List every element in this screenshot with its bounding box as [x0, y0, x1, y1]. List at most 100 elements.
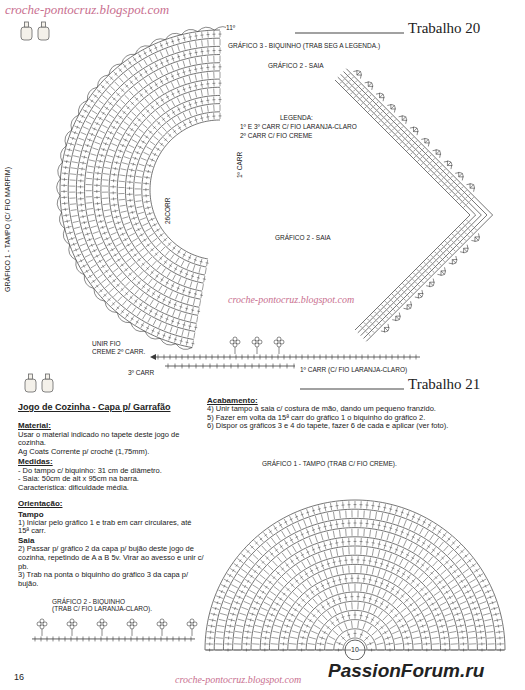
stitch-symbol [374, 608, 377, 614]
stitch-symbol [426, 597, 432, 601]
row-number: 3º CARR [128, 369, 154, 376]
stitch-symbol [313, 556, 316, 563]
section-title: Jogo de Cozinha - Capa p/ Garrafão [18, 402, 204, 412]
stitch-symbol [417, 537, 421, 543]
stitch-symbol [491, 607, 498, 610]
stitch-symbol [389, 506, 392, 513]
stitch-symbol [434, 591, 440, 595]
stitch-symbol [350, 355, 351, 360]
stitch-symbol [137, 206, 143, 207]
stitch-symbol [472, 607, 479, 610]
stitch-symbol [492, 613, 499, 616]
stitch-symbol [406, 511, 409, 518]
stitch-symbol [447, 536, 452, 541]
stitch-symbol [155, 274, 159, 279]
stitch-symbol [72, 131, 78, 134]
stitch-symbol [171, 283, 174, 289]
chart-note: UNIR FIO [92, 340, 121, 347]
stitch-symbol [200, 115, 203, 121]
stitch-symbol [280, 566, 285, 571]
stitch-symbol [427, 544, 431, 550]
stitch-symbol [59, 636, 60, 641]
stitch-symbol [463, 554, 468, 559]
stitch-symbol [377, 643, 384, 645]
stitch-symbol [168, 133, 172, 138]
stitch-symbol [267, 580, 273, 584]
stitch-symbol [178, 277, 181, 283]
stitch-symbol [378, 569, 380, 576]
stitch-symbol [350, 556, 353, 563]
stitch-symbol [369, 595, 372, 602]
stitch-symbol [120, 127, 125, 130]
stitch-symbol [372, 631, 377, 636]
stitch-symbol [188, 68, 191, 74]
stitch-symbol [271, 538, 275, 544]
stitch-symbol [471, 232, 473, 234]
stitch-symbol [440, 555, 445, 560]
stitch-symbol [451, 176, 453, 178]
picot-edge [57, 196, 61, 213]
stitch-symbol [318, 554, 321, 561]
stitch-symbol [191, 636, 192, 641]
stitch-symbol [73, 156, 79, 157]
stitch-symbol [427, 582, 432, 587]
stitch-symbol [120, 144, 126, 147]
stitch-symbol [375, 598, 378, 605]
stitch-symbol [183, 86, 186, 92]
stitch-symbol [395, 507, 398, 514]
stitch-symbol [370, 322, 372, 324]
stitch-symbol [188, 85, 191, 91]
stitch-symbol [187, 263, 189, 269]
body-text: - Saia: 50cm de alt x 95cm na barra. [18, 475, 204, 484]
stitch-symbol [71, 167, 77, 169]
stitch-symbol [439, 625, 446, 628]
stitch-symbol [445, 241, 447, 243]
stitch-symbol [164, 260, 168, 265]
stitch-symbol [429, 274, 431, 276]
stitch-symbol [357, 510, 358, 517]
stitch-symbol [87, 172, 93, 174]
stitch-symbol [297, 619, 303, 622]
stitch-symbol [89, 116, 94, 119]
stitch-symbol [137, 311, 140, 316]
stitch-symbol [327, 601, 331, 607]
stitch-symbol [217, 625, 224, 626]
stitch-symbol [440, 602, 446, 605]
stitch-symbol [411, 578, 416, 583]
stitch-symbol [107, 155, 113, 157]
stitch-symbol [207, 73, 209, 79]
stitch-symbol [126, 106, 131, 110]
stitch-symbol [465, 190, 467, 192]
stem [192, 629, 193, 636]
stitch-symbol [161, 107, 165, 112]
heading-rule [295, 32, 404, 33]
stitch-symbol [496, 636, 503, 639]
stitch-symbol [324, 523, 327, 530]
stitch-symbol [427, 619, 434, 622]
chart-title: GRÁFICO 1 - TAMPO (C/ FIO MARFIM) [4, 167, 12, 292]
stitch-symbol [79, 209, 85, 212]
stitch-symbol [207, 89, 209, 95]
stitch-symbol [128, 60, 132, 65]
round-row [93, 63, 220, 316]
stitch-symbol [389, 574, 392, 580]
stitch-symbol [377, 315, 379, 317]
stitch-symbol [253, 554, 258, 559]
round-row [101, 71, 220, 307]
stitch-symbol [238, 619, 245, 621]
stitch-symbol [436, 551, 441, 556]
stitch-symbol [86, 184, 92, 185]
stitch-symbol [310, 589, 314, 595]
stitch-symbol [144, 89, 148, 94]
stitch-symbol [135, 182, 141, 184]
stitch-symbol [412, 608, 418, 612]
stitch-symbol [468, 235, 470, 237]
stitch-symbol [423, 154, 425, 156]
stitch-symbol [437, 261, 439, 263]
stitch-symbol [83, 110, 88, 113]
stitch-symbol [407, 149, 409, 151]
stitch-symbol [274, 586, 280, 590]
stitch-symbol [166, 40, 169, 46]
stitch-symbol [110, 197, 116, 200]
stitch-symbol [75, 150, 81, 152]
